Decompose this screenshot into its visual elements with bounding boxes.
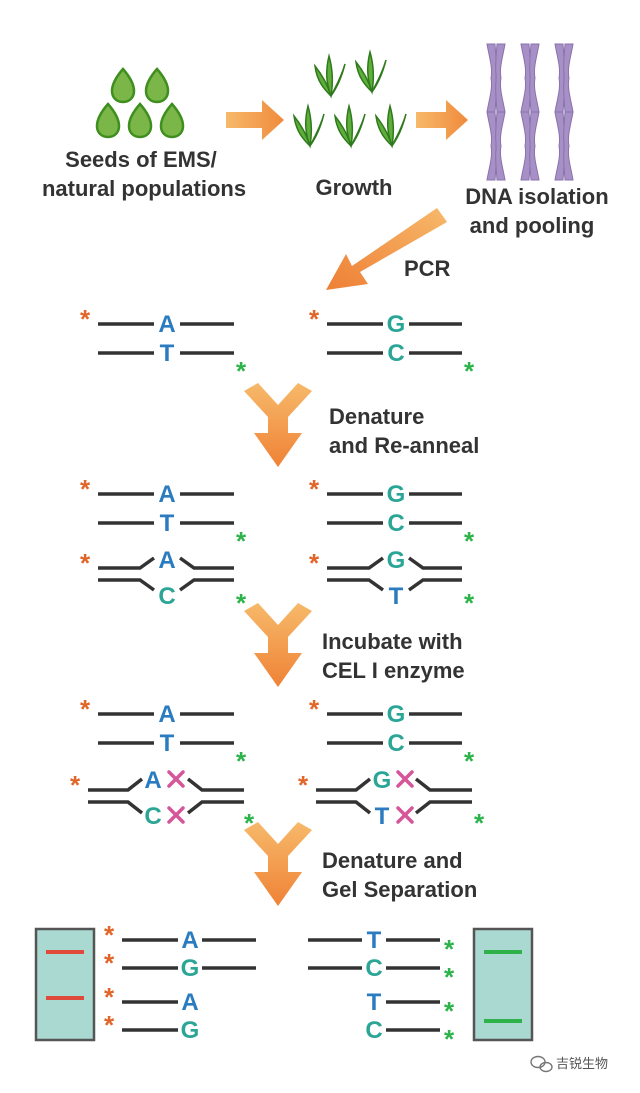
base-g: G	[387, 547, 406, 574]
y-arrow-icon	[244, 383, 312, 467]
base-c: C	[387, 340, 404, 367]
star-green: *	[236, 356, 247, 386]
gel-fragments	[122, 938, 440, 1032]
base-c: C	[365, 1017, 382, 1044]
step2-label: Incubate with CEL I enzyme	[322, 629, 469, 683]
seeds-label: Seeds of EMS/ natural populations	[42, 147, 246, 201]
dna-isolation-label: DNA isolation and pooling	[465, 184, 615, 238]
step3-label: Denature and Gel Separation	[322, 848, 477, 902]
base-t: T	[367, 927, 382, 954]
base-g: G	[387, 311, 406, 338]
star-orange: *	[70, 770, 81, 800]
star-orange: *	[80, 548, 91, 578]
base-a: A	[181, 927, 198, 954]
star-orange: *	[80, 694, 91, 724]
arrow-icon	[226, 100, 284, 140]
wechat-icon	[530, 1055, 553, 1073]
base-c: C	[387, 510, 404, 537]
star-orange: *	[309, 304, 320, 334]
star-green: *	[444, 962, 455, 992]
base-c: C	[158, 583, 175, 610]
base-t: T	[160, 730, 175, 757]
gel-lane-left	[34, 927, 96, 1042]
base-t: T	[160, 340, 175, 367]
star-orange: *	[309, 548, 320, 578]
star-green: *	[464, 526, 475, 556]
base-a: A	[158, 547, 175, 574]
base-g: G	[387, 701, 406, 728]
base-g: G	[387, 481, 406, 508]
chromosome-icon	[486, 43, 574, 181]
growth-label: Growth	[316, 175, 393, 200]
base-t: T	[160, 510, 175, 537]
star-green: *	[464, 746, 475, 776]
cut-mark-icon	[167, 770, 414, 824]
plants-icon	[293, 51, 407, 147]
base-g: G	[181, 1017, 200, 1044]
base-t: T	[389, 583, 404, 610]
star-orange: *	[80, 304, 91, 334]
star-green: *	[474, 808, 485, 838]
y-arrow-icon	[244, 603, 312, 687]
base-t: T	[375, 803, 390, 830]
base-a: A	[158, 311, 175, 338]
gel-lane-right	[472, 927, 534, 1042]
star-orange: *	[309, 694, 320, 724]
star-orange: *	[104, 1010, 115, 1040]
watermark: 吉锐生物	[530, 1055, 608, 1073]
base-a: A	[181, 989, 198, 1016]
pcr-arrow-icon	[326, 208, 447, 290]
base-c: C	[365, 955, 382, 982]
base-a: A	[158, 701, 175, 728]
star-green: *	[244, 808, 255, 838]
star-green: *	[236, 588, 247, 618]
pcr-products	[98, 322, 462, 355]
star-orange: *	[309, 474, 320, 504]
base-c: C	[387, 730, 404, 757]
step1-label: Denature and Re-anneal	[329, 404, 479, 458]
base-a: A	[144, 767, 161, 794]
star-green: *	[236, 746, 247, 776]
base-g: G	[373, 767, 392, 794]
watermark-text: 吉锐生物	[556, 1056, 608, 1071]
star-orange: *	[104, 982, 115, 1012]
star-green: *	[236, 526, 247, 556]
star-orange: *	[104, 948, 115, 978]
y-arrow-icon	[244, 822, 312, 906]
base-a: A	[158, 481, 175, 508]
star-orange: *	[104, 920, 115, 950]
star-green: *	[444, 1024, 455, 1054]
reannealed-duplexes	[98, 492, 462, 592]
star-green: *	[464, 356, 475, 386]
star-orange: *	[80, 474, 91, 504]
pcr-label: PCR	[404, 256, 451, 281]
star-green: *	[444, 934, 455, 964]
base-t: T	[367, 989, 382, 1016]
base-g: G	[181, 955, 200, 982]
arrow-icon	[416, 100, 468, 140]
base-c: C	[144, 803, 161, 830]
star-green: *	[444, 996, 455, 1026]
cel-i-cleaved-duplexes	[88, 712, 472, 815]
seeds-icon	[95, 67, 185, 139]
star-green: *	[464, 588, 475, 618]
star-orange: *	[298, 770, 309, 800]
